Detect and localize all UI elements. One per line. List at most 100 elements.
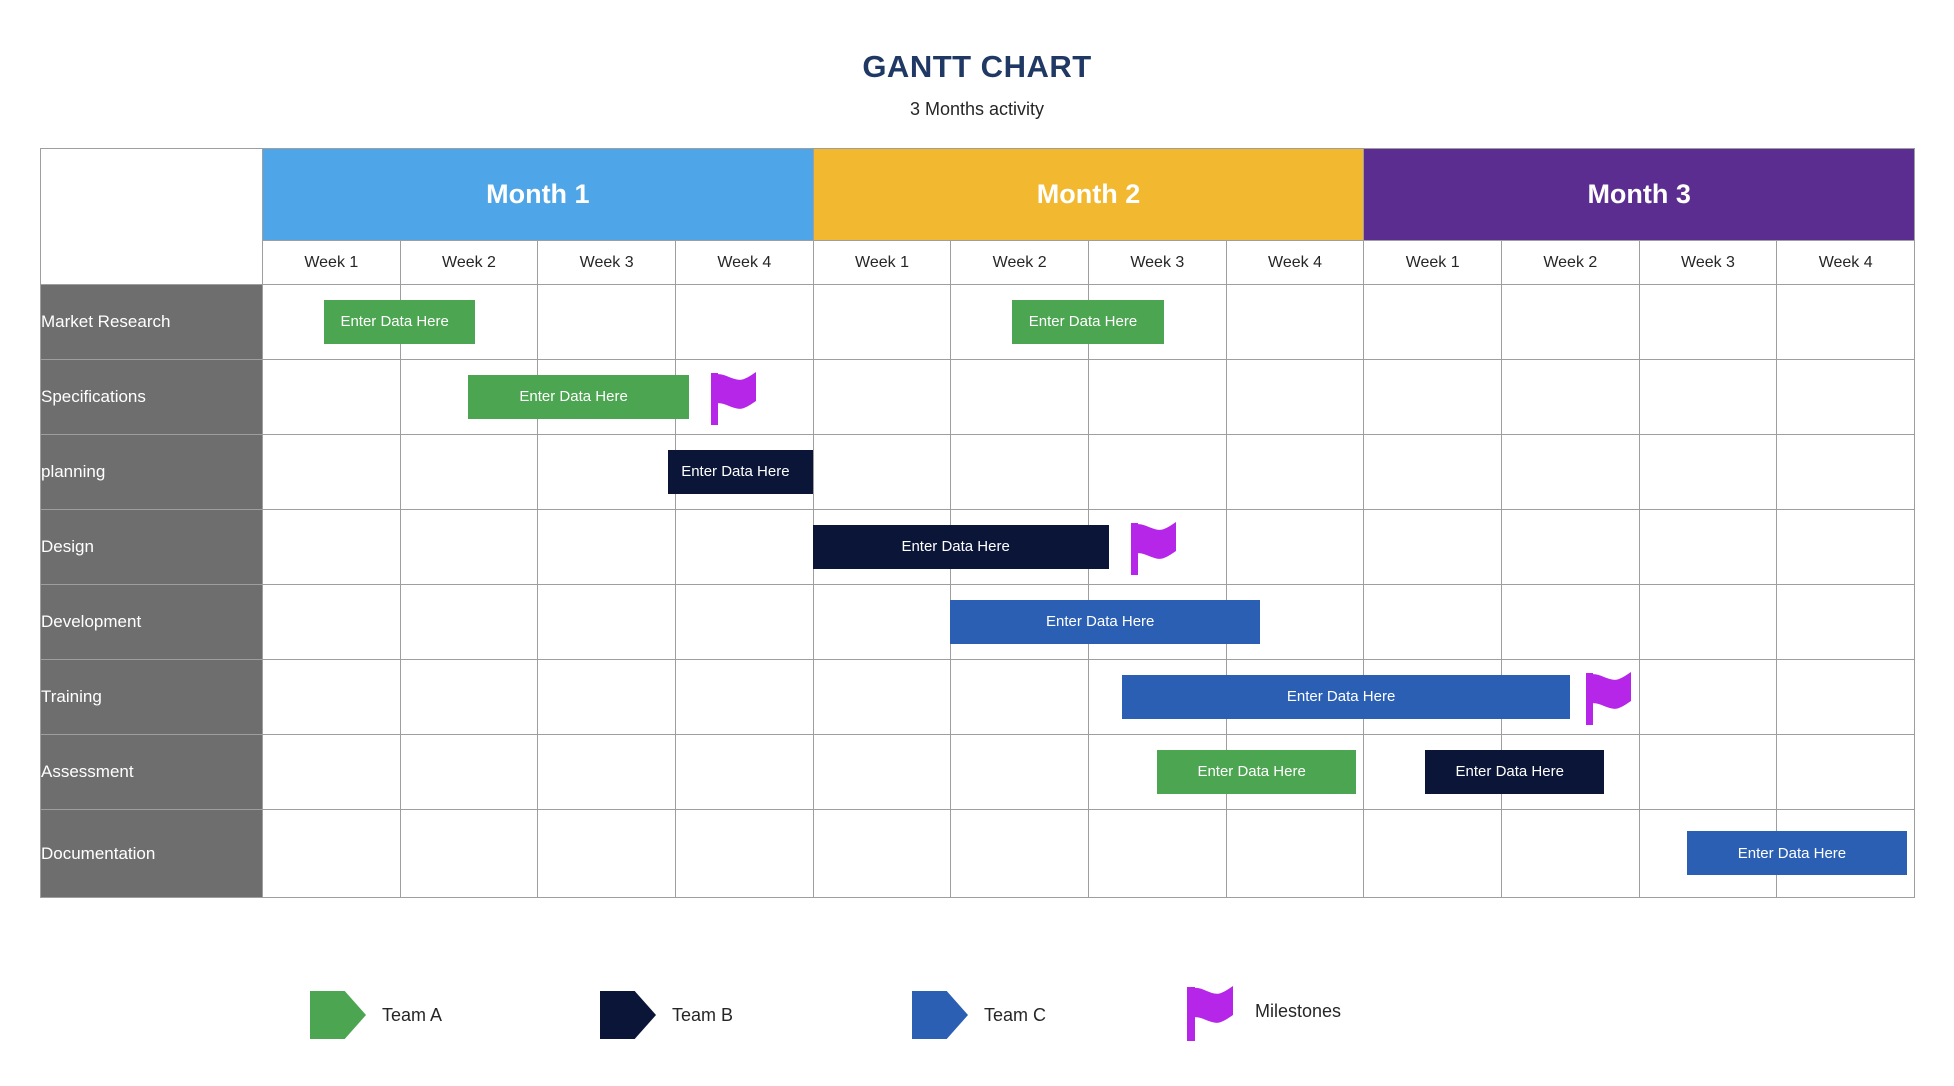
cell-r3-c5[interactable] xyxy=(812,434,952,510)
cell-r5-c1[interactable] xyxy=(262,584,401,660)
cell-r7-c6[interactable] xyxy=(950,734,1089,810)
cell-r1-c11[interactable] xyxy=(1638,284,1778,360)
milestone-flag-icon[interactable] xyxy=(1129,519,1179,575)
gantt-bar-planning-1[interactable]: Enter Data Here xyxy=(668,449,813,494)
gantt-bar-design-1[interactable]: Enter Data Here xyxy=(812,524,1109,569)
cell-r2-c5[interactable] xyxy=(812,359,952,435)
gantt-bar-development-1[interactable]: Enter Data Here xyxy=(950,599,1261,644)
cell-r2-c9[interactable] xyxy=(1363,359,1502,435)
cell-r8-c8[interactable] xyxy=(1225,809,1365,898)
cell-r6-c11[interactable] xyxy=(1638,659,1778,735)
cell-r6-c3[interactable] xyxy=(537,659,676,735)
cell-r3-c11[interactable] xyxy=(1638,434,1778,510)
cell-r7-c12[interactable] xyxy=(1776,734,1916,810)
cell-r6-c6[interactable] xyxy=(950,659,1089,735)
cell-r1-c10[interactable] xyxy=(1501,284,1640,360)
cell-r4-c7[interactable] xyxy=(1087,509,1227,585)
cell-r8-c7[interactable] xyxy=(1087,809,1227,898)
cell-r3-c10[interactable] xyxy=(1501,434,1640,510)
cell-r3-c9[interactable] xyxy=(1363,434,1502,510)
cell-r6-c5[interactable] xyxy=(812,659,952,735)
cell-r5-c5[interactable] xyxy=(812,584,952,660)
cell-r8-c5[interactable] xyxy=(812,809,952,898)
gantt-bar-assessment-2[interactable]: Enter Data Here xyxy=(1425,749,1605,794)
cell-r1-c4[interactable] xyxy=(674,284,814,360)
gantt-bar-market-research-1[interactable]: Enter Data Here xyxy=(323,299,476,344)
cell-r2-c11[interactable] xyxy=(1638,359,1778,435)
cell-r2-c12[interactable] xyxy=(1776,359,1916,435)
cell-r2-c1[interactable] xyxy=(262,359,401,435)
milestone-flag-icon[interactable] xyxy=(709,369,759,425)
cell-r7-c11[interactable] xyxy=(1638,734,1778,810)
cell-r1-c5[interactable] xyxy=(812,284,952,360)
cell-r2-c8[interactable] xyxy=(1225,359,1365,435)
cell-r3-c2[interactable] xyxy=(399,434,539,510)
task-label-8[interactable]: Documentation xyxy=(40,809,263,898)
cell-r7-c1[interactable] xyxy=(262,734,401,810)
cell-r4-c12[interactable] xyxy=(1776,509,1916,585)
cell-r5-c12[interactable] xyxy=(1776,584,1916,660)
cell-r7-c4[interactable] xyxy=(674,734,814,810)
cell-r3-c8[interactable] xyxy=(1225,434,1365,510)
cell-r8-c3[interactable] xyxy=(537,809,676,898)
cell-r8-c6[interactable] xyxy=(950,809,1089,898)
cell-r1-c8[interactable] xyxy=(1225,284,1365,360)
cell-r3-c7[interactable] xyxy=(1087,434,1227,510)
cell-r3-c12[interactable] xyxy=(1776,434,1916,510)
cell-r4-c2[interactable] xyxy=(399,509,539,585)
cell-r2-c6[interactable] xyxy=(950,359,1089,435)
gantt-bar-documentation-1[interactable]: Enter Data Here xyxy=(1686,831,1908,875)
cell-r4-c1[interactable] xyxy=(262,509,401,585)
task-label-1[interactable]: Market Research xyxy=(40,284,263,360)
legend-item-milestones[interactable]: Milestones xyxy=(1185,981,1341,1041)
cell-r3-c1[interactable] xyxy=(262,434,401,510)
legend-item-team-c[interactable]: Team C xyxy=(912,991,1046,1039)
legend-item-team-b[interactable]: Team B xyxy=(600,991,733,1039)
gantt-bar-market-research-2[interactable]: Enter Data Here xyxy=(1012,299,1164,344)
legend-item-team-a[interactable]: Team A xyxy=(310,991,442,1039)
cell-r5-c11[interactable] xyxy=(1638,584,1778,660)
gantt-bar-specifications-1[interactable]: Enter Data Here xyxy=(468,374,689,419)
task-label-5[interactable]: Development xyxy=(40,584,263,660)
task-label-3[interactable]: planning xyxy=(40,434,263,510)
task-label-4[interactable]: Design xyxy=(40,509,263,585)
cell-r5-c4[interactable] xyxy=(674,584,814,660)
cell-r4-c10[interactable] xyxy=(1501,509,1640,585)
cell-r6-c2[interactable] xyxy=(399,659,539,735)
cell-r4-c4[interactable] xyxy=(674,509,814,585)
cell-r4-c9[interactable] xyxy=(1363,509,1502,585)
cell-r8-c4[interactable] xyxy=(674,809,814,898)
cell-r6-c4[interactable] xyxy=(674,659,814,735)
cell-r7-c3[interactable] xyxy=(537,734,676,810)
cell-r7-c5[interactable] xyxy=(812,734,952,810)
cell-r1-c12[interactable] xyxy=(1776,284,1916,360)
cell-r7-c2[interactable] xyxy=(399,734,539,810)
cell-r2-c4[interactable] xyxy=(674,359,814,435)
cell-r2-c7[interactable] xyxy=(1087,359,1227,435)
cell-r8-c1[interactable] xyxy=(262,809,401,898)
milestone-flag-icon[interactable] xyxy=(1584,669,1634,725)
task-label-2[interactable]: Specifications xyxy=(40,359,263,435)
cell-r3-c3[interactable] xyxy=(537,434,676,510)
cell-r6-c12[interactable] xyxy=(1776,659,1916,735)
gantt-bar-training-1[interactable]: Enter Data Here xyxy=(1122,674,1570,719)
cell-r4-c8[interactable] xyxy=(1225,509,1365,585)
cell-r8-c10[interactable] xyxy=(1501,809,1640,898)
cell-r2-c10[interactable] xyxy=(1501,359,1640,435)
cell-r1-c3[interactable] xyxy=(537,284,676,360)
cell-r3-c6[interactable] xyxy=(950,434,1089,510)
cell-r4-c11[interactable] xyxy=(1638,509,1778,585)
cell-r5-c3[interactable] xyxy=(537,584,676,660)
cell-r4-c3[interactable] xyxy=(537,509,676,585)
cell-r5-c2[interactable] xyxy=(399,584,539,660)
task-label-7[interactable]: Assessment xyxy=(40,734,263,810)
gantt-bar-assessment-1[interactable]: Enter Data Here xyxy=(1156,749,1357,794)
cell-r1-c9[interactable] xyxy=(1363,284,1502,360)
task-label-6[interactable]: Training xyxy=(40,659,263,735)
cell-r5-c9[interactable] xyxy=(1363,584,1502,660)
cell-r5-c10[interactable] xyxy=(1501,584,1640,660)
title-block: GANTT CHART 3 Months activity xyxy=(0,49,1954,120)
cell-r6-c1[interactable] xyxy=(262,659,401,735)
cell-r8-c2[interactable] xyxy=(399,809,539,898)
cell-r8-c9[interactable] xyxy=(1363,809,1502,898)
